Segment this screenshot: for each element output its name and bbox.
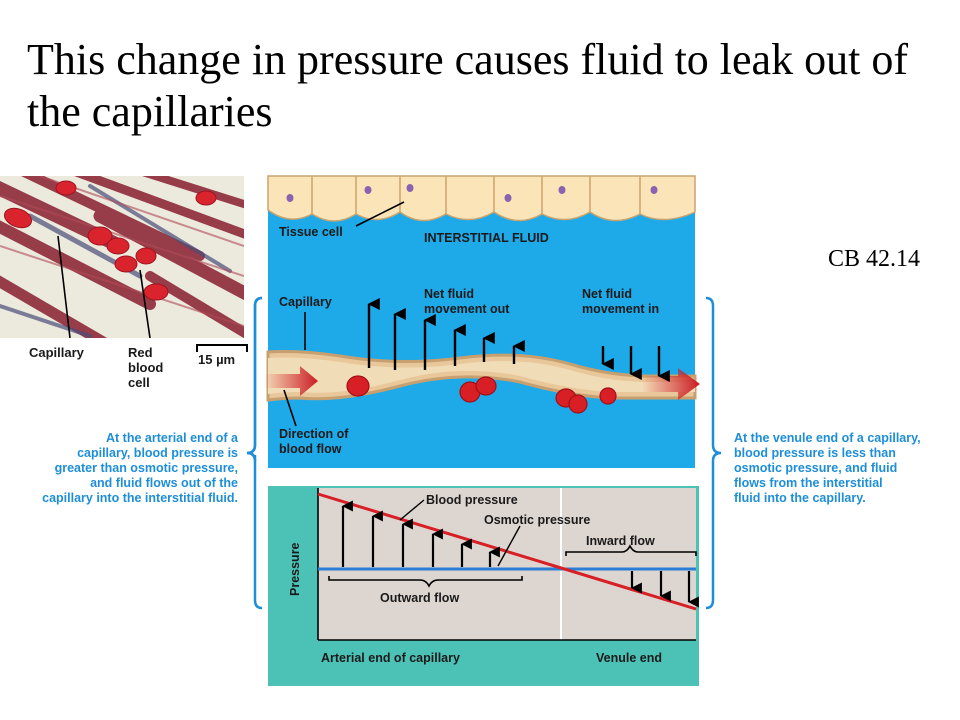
tissue-cells xyxy=(267,175,696,222)
inward-flow-label: Inward flow xyxy=(586,534,655,548)
outward-arrows xyxy=(367,298,525,370)
arterial-end-label: Arterial end of capillary xyxy=(321,651,460,665)
venule-note-line: osmotic pressure, and fluid xyxy=(734,461,898,475)
net-out-line-1: Net fluid xyxy=(424,287,474,301)
tissue-cell-label: Tissue cell xyxy=(279,225,343,239)
inward-arrows xyxy=(601,346,670,382)
slide-title: This change in pressure causes fluid to … xyxy=(27,35,908,136)
outward-flow-label: Outward flow xyxy=(380,591,459,605)
rbc-line-2: blood xyxy=(128,360,164,375)
venule-note-line: fluid into the capillary. xyxy=(734,491,866,505)
flow-direction-pointer xyxy=(283,389,297,427)
blood-pressure-label: Blood pressure xyxy=(426,493,518,507)
osmotic-pressure-label: Osmotic pressure xyxy=(484,513,590,527)
arterial-note-line: At the arterial end of a xyxy=(106,431,238,445)
figure-reference: CB 42.14 xyxy=(828,246,921,272)
rbc-line-1: Red xyxy=(128,345,153,360)
net-in-label: Net fluid movement in xyxy=(582,287,659,316)
venule-end-note: At the venule end of a capillary, blood … xyxy=(734,431,960,506)
venule-note-line: At the venule end of a capillary, xyxy=(734,431,921,445)
graph-inward-arrows xyxy=(630,571,699,608)
micrograph-capillary-label: Capillary xyxy=(29,345,84,360)
left-bracket xyxy=(246,296,263,610)
outward-flow-brace xyxy=(328,576,523,588)
scale-bar xyxy=(196,344,248,352)
arterial-note-line: capillary into the interstitial fluid. xyxy=(42,491,238,505)
capillary-lumen xyxy=(268,357,695,394)
net-in-line-1: Net fluid xyxy=(582,287,632,301)
flow-line-1: Direction of xyxy=(279,427,349,441)
arterial-note-line: and fluid flows out of the xyxy=(90,476,238,490)
right-bracket xyxy=(705,296,722,610)
capillary-label: Capillary xyxy=(279,295,332,309)
net-out-label: Net fluid movement out xyxy=(424,287,510,316)
scale-bar-label: 15 µm xyxy=(198,352,236,367)
osmotic-pressure-pointer xyxy=(497,525,521,567)
arterial-note-line: capillary, blood pressure is xyxy=(77,446,238,460)
tissue-cell-pointer xyxy=(355,201,405,227)
flow-line-2: blood flow xyxy=(279,442,342,456)
rbc-line-3: cell xyxy=(128,375,150,390)
flow-arrow-out xyxy=(642,368,700,400)
venule-note-line: flows from the interstitial xyxy=(734,476,883,490)
interstitial-fluid-label: INTERSTITIAL FLUID xyxy=(424,231,549,245)
micrograph-image xyxy=(0,176,244,338)
cell-nuclei xyxy=(286,184,658,202)
arterial-end-note: At the arterial end of a capillary, bloo… xyxy=(0,431,238,506)
flow-arrow-in xyxy=(264,366,318,396)
flow-direction-label: Direction of blood flow xyxy=(279,427,352,456)
net-out-line-2: movement out xyxy=(424,302,510,316)
pressure-axis-label: Pressure xyxy=(288,542,302,596)
arterial-note-line: greater than osmotic pressure, xyxy=(54,461,238,475)
graph-outward-arrows xyxy=(341,500,500,567)
red-blood-cells xyxy=(346,375,617,414)
inward-flow-brace xyxy=(565,544,697,556)
capillary-micrograph xyxy=(0,176,244,338)
venule-note-line: blood pressure is less than xyxy=(734,446,896,460)
interstitial-fluid-panel xyxy=(268,176,695,468)
blood-pressure-pointer xyxy=(399,499,425,521)
venule-end-label: Venule end xyxy=(596,651,662,665)
micrograph-rbc-label: Red blood cell xyxy=(128,345,163,390)
net-in-line-2: movement in xyxy=(582,302,659,316)
